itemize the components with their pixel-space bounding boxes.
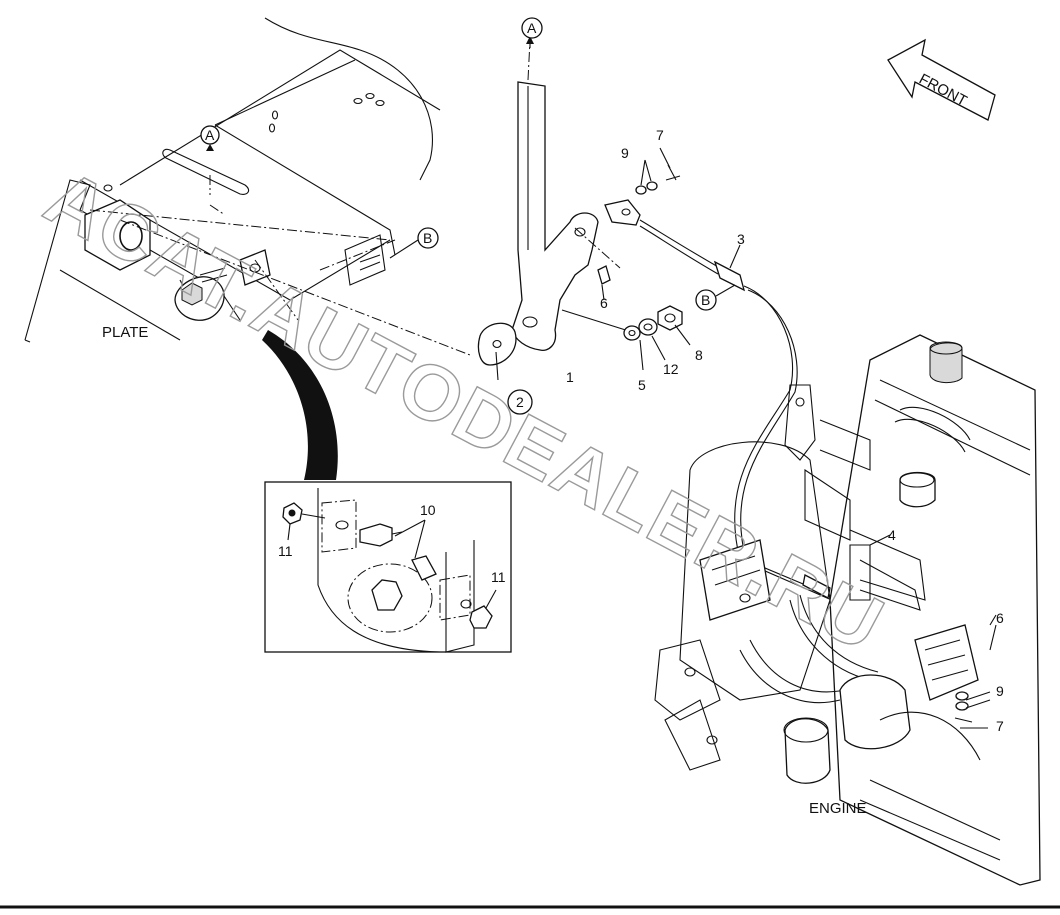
part-9-engine-label: 9 <box>996 683 1004 699</box>
lever-hardware <box>561 147 721 371</box>
engine-block <box>654 334 1041 886</box>
part-11-right-label: 11 <box>491 569 506 585</box>
part-2-circle <box>507 389 533 415</box>
part-9-top-label: 9 <box>621 145 629 161</box>
ref-a-plate-text: A <box>205 127 215 143</box>
detail-callout-wedge <box>262 330 338 480</box>
ref-a-top: A <box>521 17 543 39</box>
ref-b-cable: B <box>695 284 736 311</box>
ref-b-plate: B <box>389 227 439 259</box>
part-6-engine-label: 6 <box>996 610 1004 626</box>
part-6-top-label: 6 <box>600 295 608 311</box>
ref-a-plate: A <box>200 125 220 151</box>
plate-assembly <box>24 17 471 356</box>
part-1-label: 1 <box>566 369 574 385</box>
part-11-left-label: 11 <box>278 543 293 559</box>
part-12-label: 12 <box>663 361 679 377</box>
ref-b-plate-text: B <box>423 230 432 246</box>
engine-label: ENGINE <box>809 800 867 817</box>
part-4-label: 4 <box>888 527 896 543</box>
part-7-top-label: 7 <box>656 127 664 143</box>
part-5-label: 5 <box>638 377 646 393</box>
part-10-label: 10 <box>420 502 436 518</box>
front-arrow: FRONT <box>887 38 996 121</box>
part-8-label: 8 <box>695 347 703 363</box>
part-3-label: 3 <box>737 231 745 247</box>
part-7-engine-label: 7 <box>996 718 1004 734</box>
ref-a-top-text: A <box>527 20 537 36</box>
part-2-label: 2 <box>516 394 524 410</box>
ref-b-cable-text: B <box>701 292 710 308</box>
plate-label: PLATE <box>102 324 148 341</box>
detail-inset <box>264 481 512 653</box>
lever-assembly <box>477 36 599 381</box>
